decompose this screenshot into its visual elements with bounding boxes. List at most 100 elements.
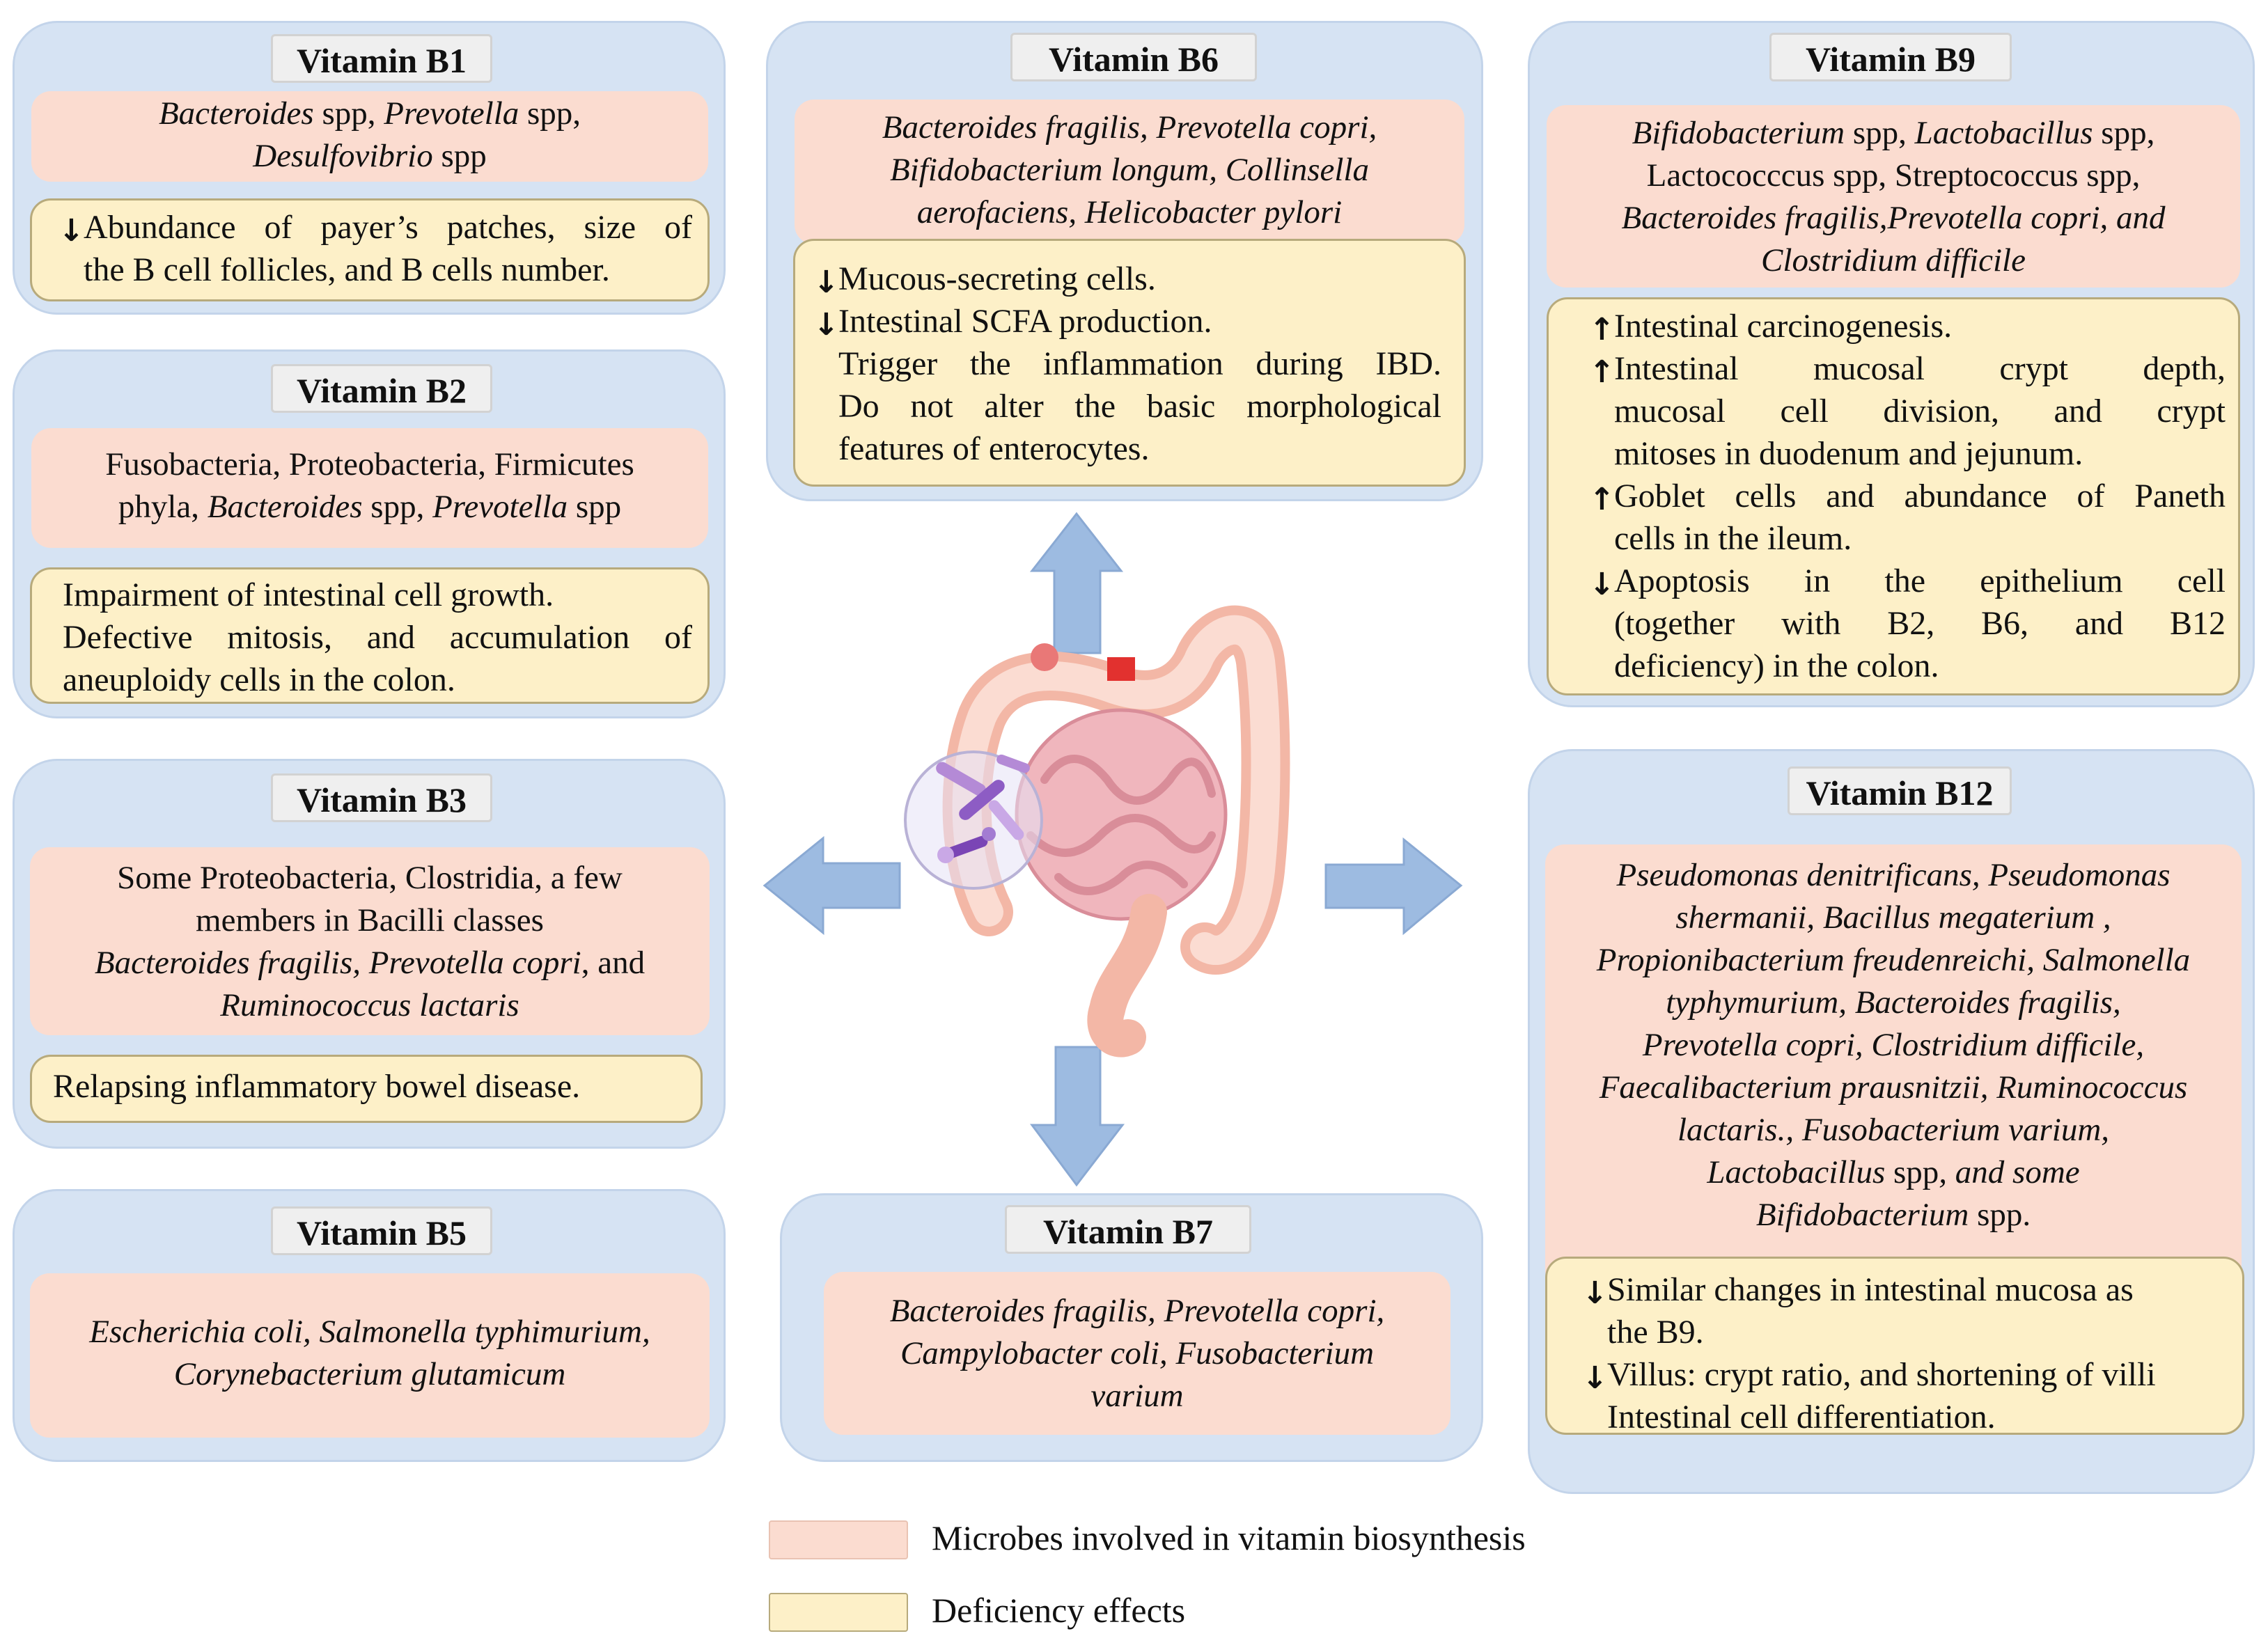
effect-text: Villus: crypt ratio, and shortening of v… xyxy=(1607,1356,2156,1393)
microbes-text: , and xyxy=(581,945,646,981)
microbes-text: varium xyxy=(1090,1378,1184,1414)
microbes-line: Pseudomonas denitrificans, Pseudomonas xyxy=(1545,854,2242,897)
microbes-box: Bacteroides fragilis, Prevotella copri, C… xyxy=(824,1272,1450,1435)
microbes-text: Bifidobacterium xyxy=(1632,115,1845,151)
microbes-text: spp xyxy=(568,489,622,525)
stomach-outlet xyxy=(1107,657,1135,681)
microbes-text: Escherichia coli, Salmonella typhimurium… xyxy=(89,1314,650,1350)
microbes-text: Campylobacter coli, Fusobacterium xyxy=(900,1335,1375,1371)
panel-title: Vitamin B9 xyxy=(1769,33,2012,81)
arrow-down-icon: ↓ xyxy=(1589,567,1615,602)
effect-text: Defective mitosis, and accumulation of xyxy=(63,619,692,656)
microbes-line: Clostridium difficile xyxy=(1547,239,2240,282)
microbes-text: Desulfovibrio xyxy=(253,138,433,174)
effect-text: (together with B2, B6, and B12 xyxy=(1614,605,2226,642)
microbes-text: Bacteroides xyxy=(207,489,363,525)
effect-text: Intestinal mucosal crypt depth, xyxy=(1614,350,2226,387)
microbes-box: Escherichia coli, Salmonella typhimurium… xyxy=(30,1273,710,1438)
microbes-line: Lactococccus spp, Streptococcus spp, xyxy=(1547,155,2240,197)
effect-text: Goblet cells and abundance of Paneth xyxy=(1614,478,2226,514)
arrow-down-icon: ↓ xyxy=(813,307,839,343)
panel-vitamin-b7: Vitamin B7 Bacteroides fragilis, Prevote… xyxy=(780,1193,1483,1462)
effect-line: Do not alter the basic morphological xyxy=(838,385,1441,427)
microbes-line: Bacteroides fragilis, Prevotella copri, xyxy=(824,1290,1450,1332)
microbes-text: aerofaciens, Helicobacter pylori xyxy=(916,194,1343,230)
microbes-box: Bacteroides fragilis, Prevotella copri, B… xyxy=(795,100,1464,244)
microbes-text: spp. xyxy=(1969,1197,2031,1233)
microbes-text: Fusobacteria, Proteobacteria, Firmicutes xyxy=(105,446,634,482)
legend-label-microbes: Microbes involved in vitamin biosynthesi… xyxy=(932,1518,1526,1557)
effect-text: cells in the ileum. xyxy=(1614,520,1852,557)
microbes-line: Bacteroides spp, Prevotella spp, xyxy=(31,93,708,135)
effect-text: the B cell follicles, and B cells number… xyxy=(84,251,610,288)
microbes-text: spp, xyxy=(362,489,433,525)
effect-text: aneuploidy cells in the colon. xyxy=(63,661,455,698)
microbes-text: Pseudomonas denitrificans, Pseudomonas xyxy=(1616,857,2171,893)
effect-line: ↓Intestinal SCFA production. xyxy=(813,300,1441,343)
effect-line: ↓Apoptosis in the epithelium cell xyxy=(1589,560,2226,602)
effect-line: ↓Mucous-secreting cells. xyxy=(813,258,1441,300)
effect-text: Intestinal SCFA production. xyxy=(838,303,1212,340)
microbes-line: Bacteroides fragilis, Prevotella copri, xyxy=(795,107,1464,149)
microbes-text: Bacteroides fragilis, Prevotella copri xyxy=(94,945,581,981)
microbes-text: Bacteroides fragilis,Prevotella copri, a… xyxy=(1621,200,2166,236)
microbes-line: shermanii, Bacillus megaterium , xyxy=(1545,897,2242,939)
panel-title: Vitamin B1 xyxy=(271,34,492,83)
effect-line: mucosal cell division, and crypt xyxy=(1614,390,2226,432)
deficiency-box: ↓Similar changes in intestinal mucosa as… xyxy=(1545,1257,2244,1436)
arrow-down-icon: ↓ xyxy=(58,213,84,249)
microbes-line: phyla, Bacteroides spp, Prevotella spp xyxy=(31,486,708,528)
microbes-text: Bifidobacterium longum, Collinsella xyxy=(890,152,1369,188)
microbes-text: Corynebacterium glutamicum xyxy=(173,1356,566,1392)
panel-vitamin-b5: Vitamin B5 Escherichia coli, Salmonella … xyxy=(13,1189,726,1462)
microbes-line: Lactobacillus spp, and some xyxy=(1545,1151,2242,1194)
microbes-line: Ruminococcus lactaris xyxy=(30,984,710,1027)
microbes-line: Faecalibacterium prausnitzii, Ruminococc… xyxy=(1545,1067,2242,1109)
effect-line: cells in the ileum. xyxy=(1614,517,2226,560)
microbes-text: spp xyxy=(1885,1154,1939,1190)
legend-label-deficiency: Deficiency effects xyxy=(932,1591,1186,1630)
effect-text: Mucous-secreting cells. xyxy=(838,260,1156,297)
microbes-text: Prevotella xyxy=(432,489,568,525)
deficiency-box: Impairment of intestinal cell growth.Def… xyxy=(30,567,710,704)
arrow-down-icon: ↓ xyxy=(1582,1275,1608,1311)
effect-text: mitoses in duodenum and jejunum. xyxy=(1614,435,2083,472)
legend-swatch-microbes xyxy=(769,1520,908,1559)
effect-text: Trigger the inflammation during IBD. xyxy=(838,345,1441,382)
rectum xyxy=(1087,894,1167,1057)
arrow-down-icon: ↓ xyxy=(813,265,839,300)
microbes-text: Prevotella copri, Clostridium difficile, xyxy=(1642,1027,2145,1063)
effect-line: mitoses in duodenum and jejunum. xyxy=(1614,432,2226,475)
microbes-text: Ruminococcus lactaris xyxy=(220,987,519,1023)
effect-line: ↓Similar changes in intestinal mucosa as xyxy=(1582,1268,2235,1311)
effect-line: Defective mitosis, and accumulation of xyxy=(63,616,692,659)
panel-vitamin-b3: Vitamin B3 Some Proteobacteria, Clostrid… xyxy=(13,759,726,1149)
effect-line: ↑Intestinal carcinogenesis. xyxy=(1589,305,2226,347)
microbes-text: Clostridium difficile xyxy=(1761,242,2026,278)
microbes-line: Some Proteobacteria, Clostridia, a few xyxy=(30,857,710,899)
microbes-text: phyla, xyxy=(118,489,208,525)
microbes-text: typhymurium, Bacteroides fragilis, xyxy=(1666,984,2121,1021)
effect-text: mucosal cell division, and crypt xyxy=(1614,393,2226,430)
panel-title: Vitamin B6 xyxy=(1010,33,1257,81)
panel-title: Vitamin B2 xyxy=(271,364,492,413)
microbes-text: Lactococccus spp, Streptococcus spp, xyxy=(1646,157,2141,194)
microbes-text: Bacteroides fragilis, Prevotella copri, xyxy=(882,109,1377,145)
microbes-line: Bacteroides fragilis, Prevotella copri, … xyxy=(30,942,710,984)
effect-line: the B cell follicles, and B cells number… xyxy=(84,249,692,291)
arrow-up-icon: ↑ xyxy=(1589,312,1615,347)
effect-line: features of enterocytes. xyxy=(838,427,1441,470)
effect-line: ↓Villus: crypt ratio, and shortening of … xyxy=(1582,1353,2235,1396)
panel-vitamin-b2: Vitamin B2 Fusobacteria, Proteobacteria,… xyxy=(13,349,726,718)
effect-line: (together with B2, B6, and B12 xyxy=(1614,602,2226,645)
arrow-up-icon: ↑ xyxy=(1589,482,1615,517)
microbes-text: Bacteroides fragilis, Prevotella copri, xyxy=(889,1293,1385,1329)
microbes-text: Faecalibacterium prausnitzii, Ruminococc… xyxy=(1599,1069,2188,1106)
microbes-text: spp, xyxy=(2093,115,2155,151)
arrow-down-to-b7 xyxy=(1030,1046,1125,1187)
effect-line: ↓Abundance of payer’s patches, size of xyxy=(58,206,692,249)
deficiency-box: ↓Mucous-secreting cells.↓Intestinal SCFA… xyxy=(793,239,1466,487)
effect-text: Abundance of payer’s patches, size of xyxy=(84,209,692,246)
microbes-text: Lactobacillus xyxy=(1914,115,2093,151)
